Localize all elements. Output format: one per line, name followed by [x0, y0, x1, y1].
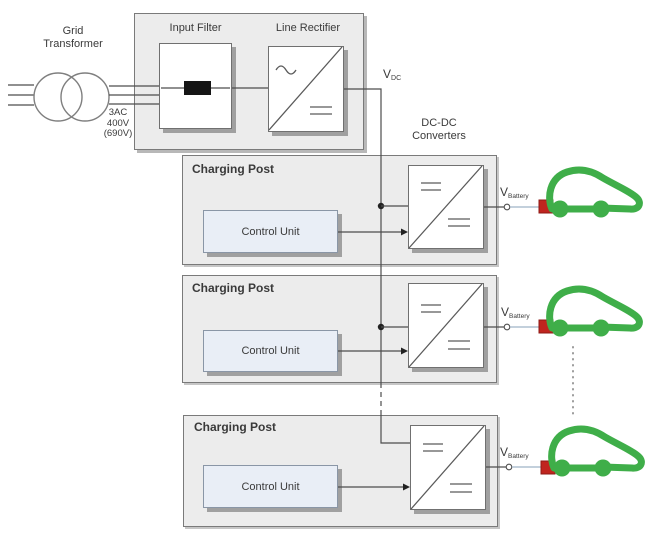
control-unit-3-box: Control Unit	[203, 465, 338, 508]
dcdc-converters-label: DC-DC Converters	[412, 117, 466, 142]
vdc-label: VDC	[383, 67, 402, 82]
input-filter-label: Input Filter	[169, 22, 222, 34]
control-unit-1-box: Control Unit	[203, 210, 338, 253]
dcdc-converter-3-box	[410, 425, 486, 510]
vbattery-3-label: VBattery	[500, 445, 529, 460]
charging-post-1-title: Charging Post	[192, 162, 275, 176]
grid-transformer-label: Grid Transformer	[43, 25, 103, 50]
charging-post-3-title: Charging Post	[194, 420, 277, 434]
charging-post-2-title: Charging Post	[192, 281, 275, 295]
car-3-icon	[548, 425, 645, 477]
car-1-wheel	[592, 200, 610, 218]
input-filter-box	[159, 43, 232, 129]
line-rectifier-box	[268, 46, 344, 132]
three-phase-input-lines	[8, 84, 34, 106]
dcdc-converter-1-box	[408, 165, 484, 249]
post-2-terminal-circle	[503, 323, 511, 331]
charging-plug-icons	[538, 199, 556, 475]
supply-rating-label: 3AC 400V (690V)	[103, 107, 133, 139]
car-1-icon	[546, 166, 643, 218]
post-3-terminal-circle	[505, 463, 513, 471]
post-1-terminal-circle	[503, 203, 511, 211]
car-3-wheel	[594, 459, 612, 477]
vbattery-2-label: VBattery	[501, 305, 530, 320]
control-unit-2-box: Control Unit	[203, 330, 338, 372]
dcdc-converter-2-box	[408, 283, 484, 368]
control-unit-3-label: Control Unit	[241, 480, 300, 493]
car-2-icon	[546, 285, 643, 337]
car-2-wheel	[592, 319, 610, 337]
vbattery-1-label: VBattery	[500, 185, 529, 200]
control-unit-2-label: Control Unit	[241, 345, 300, 357]
line-rectifier-label: Line Rectifier	[275, 22, 341, 34]
control-unit-1-label: Control Unit	[241, 225, 300, 238]
